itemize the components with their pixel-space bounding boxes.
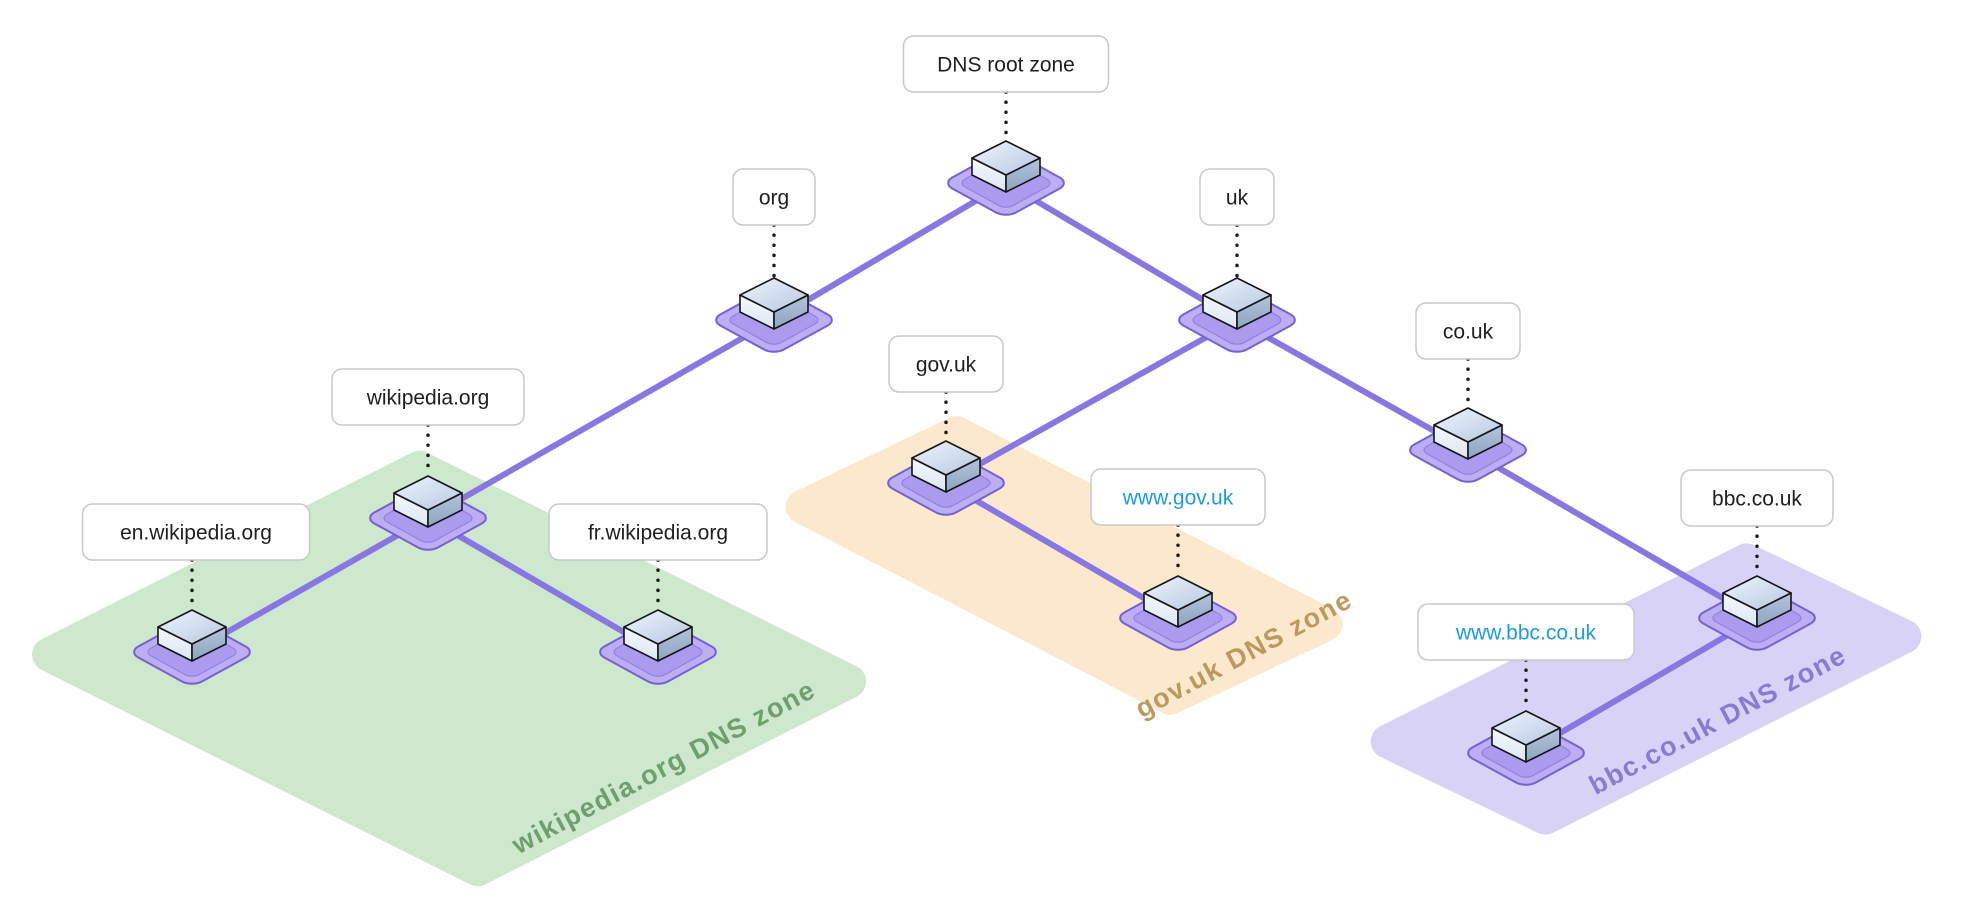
label-en: en.wikipedia.org xyxy=(81,503,311,561)
server-node-en xyxy=(128,609,255,687)
label-wikipedia: wikipedia.org xyxy=(331,368,525,426)
label-box xyxy=(1417,603,1635,661)
label-uk: uk xyxy=(1199,168,1275,226)
server-box-icon xyxy=(911,440,981,493)
labels-layer: DNS root zone org uk wikipedia.org en.wikipe… xyxy=(81,35,1834,661)
bbc-co-uk-zone xyxy=(1370,543,1922,835)
label-text: uk xyxy=(1226,186,1249,209)
server-box-icon xyxy=(157,609,227,662)
label-box xyxy=(1415,302,1521,360)
edge-root-org xyxy=(771,180,1009,323)
label-text: gov.uk xyxy=(916,353,977,376)
server-box-icon xyxy=(623,609,693,662)
label-text: bbc.co.uk xyxy=(1712,487,1802,510)
label-wwwgovuk: www.gov.uk xyxy=(1090,468,1266,526)
server-box-icon xyxy=(1491,710,1561,763)
server-box-icon xyxy=(739,277,809,330)
edge-uk-govuk xyxy=(943,317,1240,486)
label-text: co.uk xyxy=(1443,320,1494,343)
label-text: fr.wikipedia.org xyxy=(588,521,728,544)
server-node-govuk xyxy=(882,440,1009,518)
server-box-icon xyxy=(1433,407,1503,460)
label-fr: fr.wikipedia.org xyxy=(548,503,768,561)
label-org: org xyxy=(732,168,816,226)
server-box-icon xyxy=(1143,575,1213,628)
server-box-icon xyxy=(393,475,463,528)
label-text: wikipedia.org xyxy=(366,386,490,409)
label-wwwbbc: www.bbc.co.uk xyxy=(1417,603,1635,661)
label-root: DNS root zone xyxy=(902,35,1110,93)
server-node-bbc xyxy=(1693,575,1820,653)
server-node-org xyxy=(710,277,837,355)
edges-layer xyxy=(189,180,1760,756)
server-node-root xyxy=(942,140,1069,218)
edge-couk-bbc xyxy=(1465,447,1760,621)
label-box xyxy=(732,168,816,226)
label-text: www.gov.uk xyxy=(1122,486,1234,509)
label-box xyxy=(81,503,311,561)
edge-wikipedia-en xyxy=(189,515,431,655)
server-node-uk xyxy=(1173,277,1300,355)
label-bbc: bbc.co.uk xyxy=(1680,469,1834,527)
label-text: en.wikipedia.org xyxy=(120,521,272,544)
label-text: www.bbc.co.uk xyxy=(1455,621,1597,644)
label-box xyxy=(1199,168,1275,226)
server-box-icon xyxy=(1722,575,1792,628)
label-text: org xyxy=(759,186,789,209)
server-box-icon xyxy=(971,140,1041,193)
edge-wikipedia-fr xyxy=(425,515,661,655)
server-node-wikipedia xyxy=(364,475,491,553)
edge-govuk-wwwgovuk xyxy=(943,480,1181,621)
label-box xyxy=(1680,469,1834,527)
label-box xyxy=(1090,468,1266,526)
edge-uk-couk xyxy=(1234,317,1471,453)
connectors-layer xyxy=(190,90,1759,711)
nodes-layer xyxy=(128,140,1820,788)
edge-bbc-wwwbbc xyxy=(1523,615,1760,756)
label-box xyxy=(902,35,1110,93)
wikipedia-org-zone xyxy=(31,450,867,887)
label-box xyxy=(548,503,768,561)
server-node-couk xyxy=(1404,407,1531,485)
server-box-icon xyxy=(1202,277,1272,330)
server-node-fr xyxy=(594,609,721,687)
label-box xyxy=(331,368,525,426)
server-node-wwwbbc xyxy=(1462,710,1589,788)
label-govuk: gov.uk xyxy=(888,335,1004,393)
label-text: DNS root zone xyxy=(937,53,1075,76)
server-node-wwwgovuk xyxy=(1114,575,1241,653)
label-couk: co.uk xyxy=(1415,302,1521,360)
label-box xyxy=(888,335,1004,393)
edge-root-uk xyxy=(1003,180,1240,323)
edge-org-wikipedia xyxy=(425,317,777,521)
